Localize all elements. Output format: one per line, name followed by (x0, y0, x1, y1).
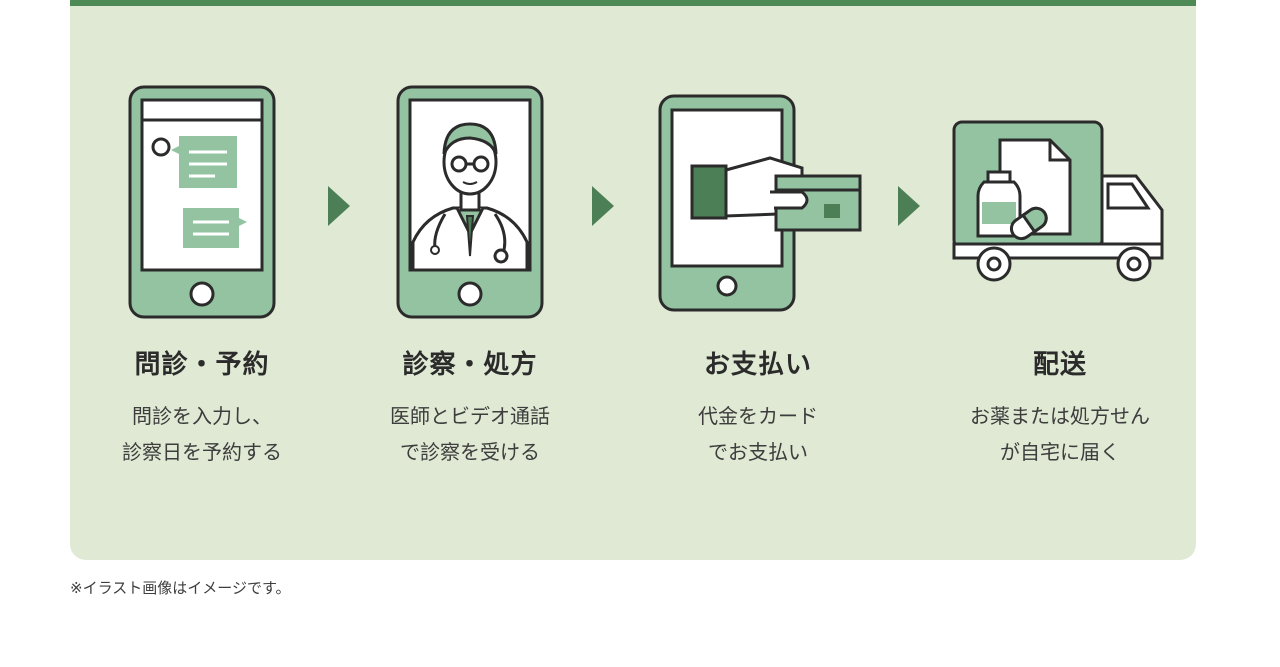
step-description: 代金をカード でお支払い (648, 398, 868, 470)
step-description-line: が自宅に届く (1000, 440, 1120, 464)
step-description-line: で診察を受ける (400, 440, 540, 464)
smartphone-chat-icon (92, 84, 312, 324)
step-description-line: 医師とビデオ通話 (390, 404, 550, 428)
step-description: お薬または処方せん が自宅に届く (950, 398, 1170, 470)
flow-panel: 問診・予約 問診を入力し、 診察日を予約する (70, 0, 1196, 560)
step-description: 問診を入力し、 診察日を予約する (92, 398, 312, 470)
arrow-right-icon (898, 186, 920, 226)
card-payment-icon (648, 84, 868, 324)
step-title: 診察・処方 (402, 350, 538, 380)
step-description-line: 代金をカード (698, 404, 818, 428)
arrow-right-icon (328, 186, 350, 226)
step-description-line: お薬または処方せん (970, 404, 1150, 428)
footnote: ※イラスト画像はイメージです。 (70, 579, 291, 597)
step-description-line: 問診を入力し、 (132, 404, 272, 428)
step-title: 配送 (1032, 350, 1087, 380)
arrow-right-icon (592, 186, 614, 226)
step-description-line: 診察日を予約する (122, 440, 282, 464)
step-description: 医師とビデオ通話 で診察を受ける (360, 398, 580, 470)
step-description-line: でお支払い (708, 440, 808, 464)
step-title: 問診・予約 (134, 350, 270, 380)
step-title: お支払い (703, 350, 812, 380)
smartphone-doctor-icon (360, 84, 580, 324)
delivery-truck-icon (950, 84, 1170, 324)
